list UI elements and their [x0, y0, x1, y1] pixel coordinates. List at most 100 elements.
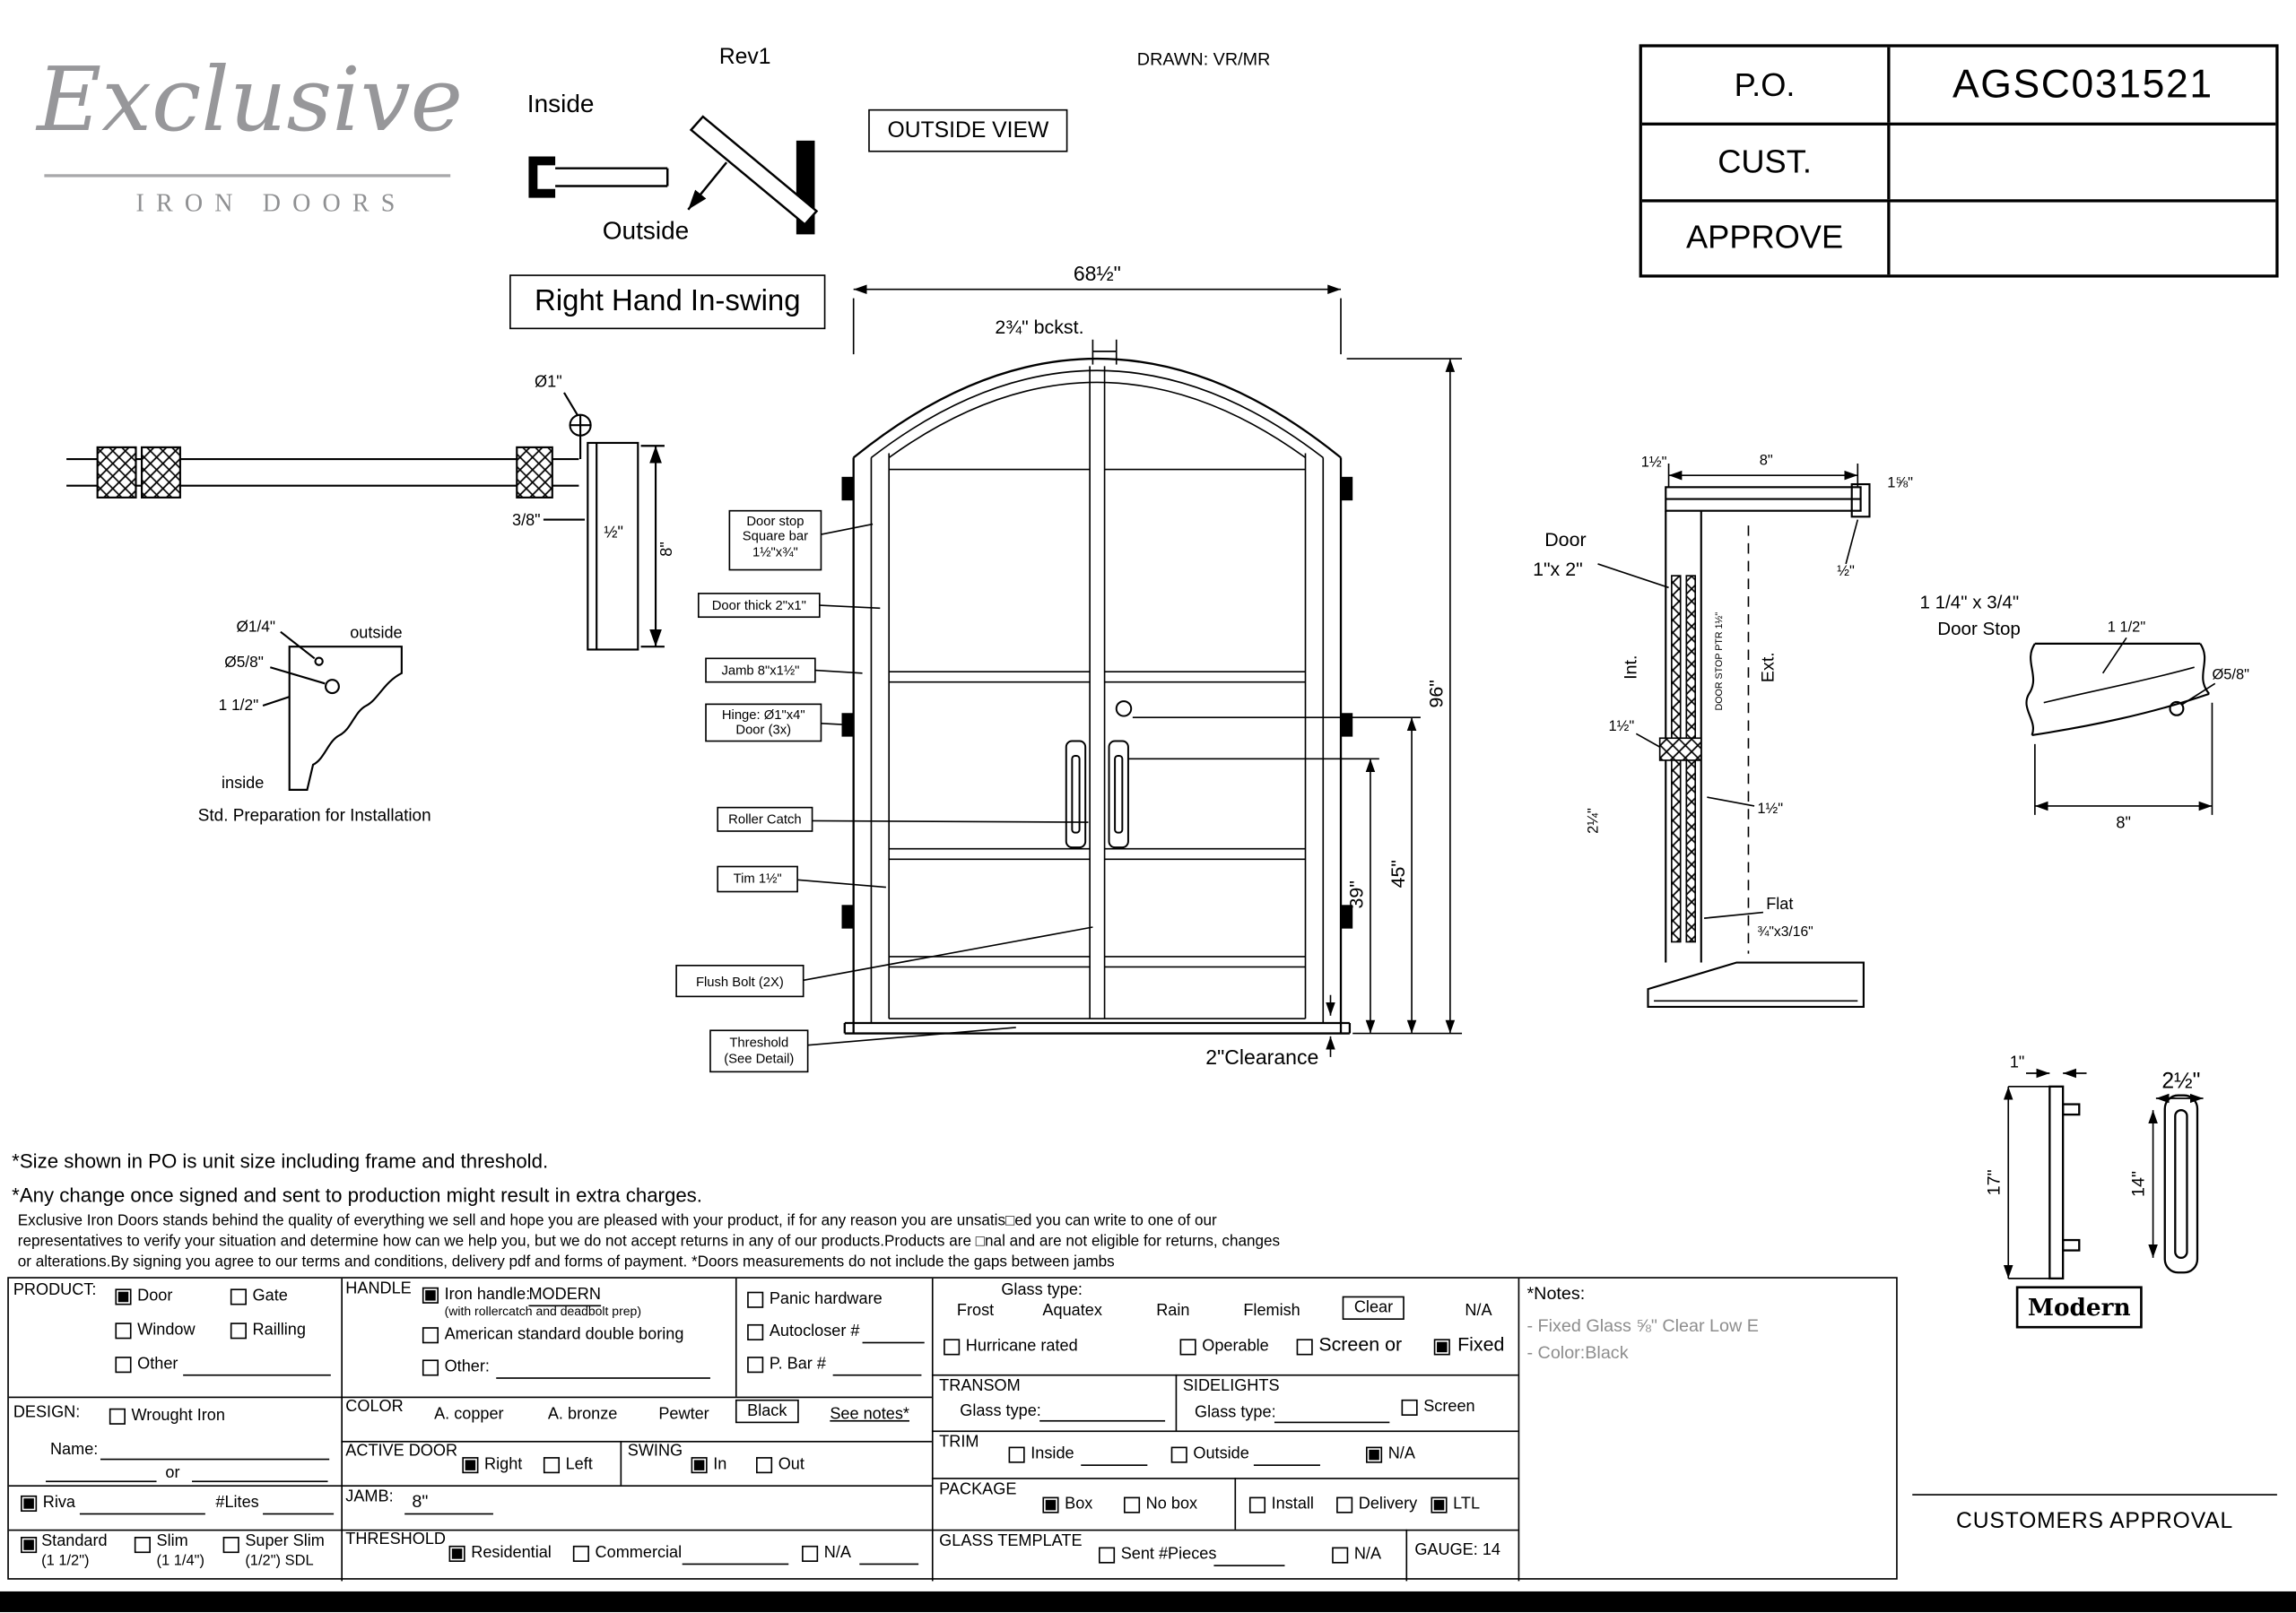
checkbox-panic-hardware[interactable] [747, 1291, 764, 1308]
color-label: COLOR [345, 1398, 404, 1416]
checkbox-trim-outside[interactable] [1170, 1446, 1187, 1463]
glass-clear-selected[interactable]: Clear [1342, 1296, 1405, 1320]
customers-approval[interactable]: CUSTOMERS APPROVAL [1912, 1494, 2277, 1534]
checkbox-product-other[interactable] [115, 1357, 132, 1374]
riva-writein[interactable] [79, 1512, 205, 1515]
transom-glass-writein[interactable] [1039, 1418, 1166, 1422]
handle-dim-1: 1" [2010, 1053, 2025, 1071]
checkbox-swing-in[interactable] [691, 1457, 708, 1474]
glass-aquatex[interactable]: Aquatex [1042, 1302, 1102, 1320]
checkbox-gate[interactable] [230, 1288, 247, 1305]
threshold-na-writein[interactable] [859, 1562, 919, 1565]
checkbox-install[interactable] [1248, 1496, 1266, 1513]
product-label: PRODUCT: [13, 1281, 97, 1299]
dim-jamb-depth: 8" [657, 542, 675, 557]
sidelights-screen-label: Screen [1423, 1398, 1475, 1416]
dim-2-14: 2¼" [1586, 808, 1602, 834]
checkbox-box[interactable] [1042, 1496, 1059, 1513]
color-pewter[interactable]: Pewter [658, 1405, 709, 1424]
design-or-line-1[interactable] [46, 1479, 157, 1483]
checkbox-ltl[interactable] [1431, 1496, 1448, 1513]
approve-value[interactable] [1891, 202, 2276, 274]
transom-glass-label: Glass type: [960, 1402, 1041, 1420]
dim-jamb-8: 8" [1760, 453, 1773, 469]
approve-label: APPROVE [1642, 202, 1891, 275]
handle-other-writein[interactable] [496, 1376, 710, 1379]
po-row: P.O. AGSC031521 [1642, 47, 2275, 124]
swing-arrow [687, 161, 728, 211]
checkbox-iron-handle[interactable] [422, 1287, 439, 1304]
handle-dim-17: 17" [1984, 1169, 2004, 1195]
callout-threshold: Threshold [729, 1036, 788, 1050]
checkbox-sidelights-screen[interactable] [1401, 1399, 1418, 1416]
handle-dim-14: 14" [2129, 1171, 2149, 1197]
color-copper[interactable]: A. copper [434, 1405, 504, 1424]
design-or-line-2[interactable] [192, 1479, 328, 1483]
cust-value[interactable] [1891, 126, 2276, 198]
commercial-writein[interactable] [682, 1562, 789, 1565]
checkbox-operable[interactable] [1179, 1339, 1196, 1356]
stop-length: 8" [2116, 814, 2131, 832]
riva-label: Riva [42, 1494, 75, 1513]
glass-na[interactable]: N/A [1465, 1302, 1492, 1320]
checkbox-nobox[interactable] [1123, 1496, 1141, 1513]
trim-inside-label: Inside [1031, 1444, 1074, 1463]
iron-handle-note: (with rollercatch and deadbolt prep) [444, 1303, 641, 1319]
checkbox-threshold-na[interactable] [802, 1545, 819, 1562]
trim-outside-writein[interactable] [1253, 1463, 1320, 1466]
checkbox-super-slim[interactable] [222, 1537, 239, 1554]
trim-inside-writein[interactable] [1081, 1463, 1148, 1466]
checkbox-fixed[interactable] [1433, 1339, 1450, 1356]
color-black-selected[interactable]: Black [735, 1399, 799, 1424]
checkbox-template-na[interactable] [1332, 1547, 1349, 1564]
sidelights-glass-writein[interactable] [1274, 1420, 1390, 1424]
swing-label: SWING [627, 1442, 683, 1461]
checkbox-active-left[interactable] [543, 1457, 561, 1474]
checkbox-delivery[interactable] [1336, 1496, 1353, 1513]
jamb-writein[interactable] [404, 1512, 493, 1515]
po-number-value[interactable]: AGSC031521 [1952, 62, 2213, 107]
product-other-writein[interactable] [183, 1373, 331, 1376]
checkbox-autocloser[interactable] [747, 1323, 764, 1341]
checkbox-residential[interactable] [448, 1545, 465, 1562]
autocloser-writein[interactable] [862, 1340, 925, 1344]
outside-label: Outside [603, 217, 689, 245]
checkbox-trim-na[interactable] [1366, 1446, 1383, 1463]
design-name-writein[interactable] [100, 1457, 330, 1461]
glass-rain[interactable]: Rain [1156, 1302, 1190, 1320]
color-see-notes[interactable]: See notes* [830, 1405, 909, 1424]
stop-width: 1 1/2" [2108, 620, 2146, 636]
dim-stop-b: 1½" [1757, 801, 1783, 817]
standard-label: Standard [41, 1532, 108, 1550]
checkbox-door[interactable] [115, 1288, 132, 1305]
checkbox-commercial[interactable] [572, 1545, 589, 1562]
checkbox-wrought-iron[interactable] [109, 1408, 126, 1425]
sent-pieces-writein[interactable] [1213, 1564, 1285, 1566]
checkbox-trim-inside[interactable] [1008, 1446, 1025, 1463]
checkbox-hurricane[interactable] [944, 1339, 961, 1356]
checkbox-window[interactable] [115, 1322, 132, 1340]
door-size-label-2: 1"x 2" [1533, 559, 1583, 580]
ltl-label: LTL [1453, 1495, 1481, 1513]
color-bronze[interactable]: A. bronze [547, 1405, 618, 1424]
gate-option-label: Gate [252, 1287, 288, 1305]
lites-writein[interactable] [263, 1512, 335, 1515]
iron-handle-value[interactable]: MODERN [528, 1286, 601, 1306]
glass-frost[interactable]: Frost [956, 1302, 995, 1320]
checkbox-sent-pieces[interactable] [1098, 1547, 1116, 1564]
checkbox-active-right[interactable] [462, 1457, 479, 1474]
checkbox-pbar[interactable] [747, 1357, 764, 1374]
checkbox-riva[interactable] [21, 1495, 38, 1513]
checkbox-standard[interactable] [21, 1537, 38, 1554]
checkbox-screen[interactable] [1296, 1339, 1313, 1356]
jamb-value[interactable]: 8" [412, 1490, 429, 1513]
pbar-writein[interactable] [832, 1373, 922, 1376]
checkbox-railling[interactable] [230, 1322, 247, 1340]
glass-flemish[interactable]: Flemish [1243, 1302, 1300, 1320]
checkbox-slim[interactable] [134, 1537, 151, 1554]
checkbox-american-standard[interactable] [422, 1327, 439, 1344]
notes-color-spec: - Color:Black [1526, 1341, 1629, 1363]
checkbox-handle-other[interactable] [422, 1359, 439, 1376]
commercial-label: Commercial [595, 1544, 683, 1562]
checkbox-swing-out[interactable] [756, 1457, 773, 1474]
